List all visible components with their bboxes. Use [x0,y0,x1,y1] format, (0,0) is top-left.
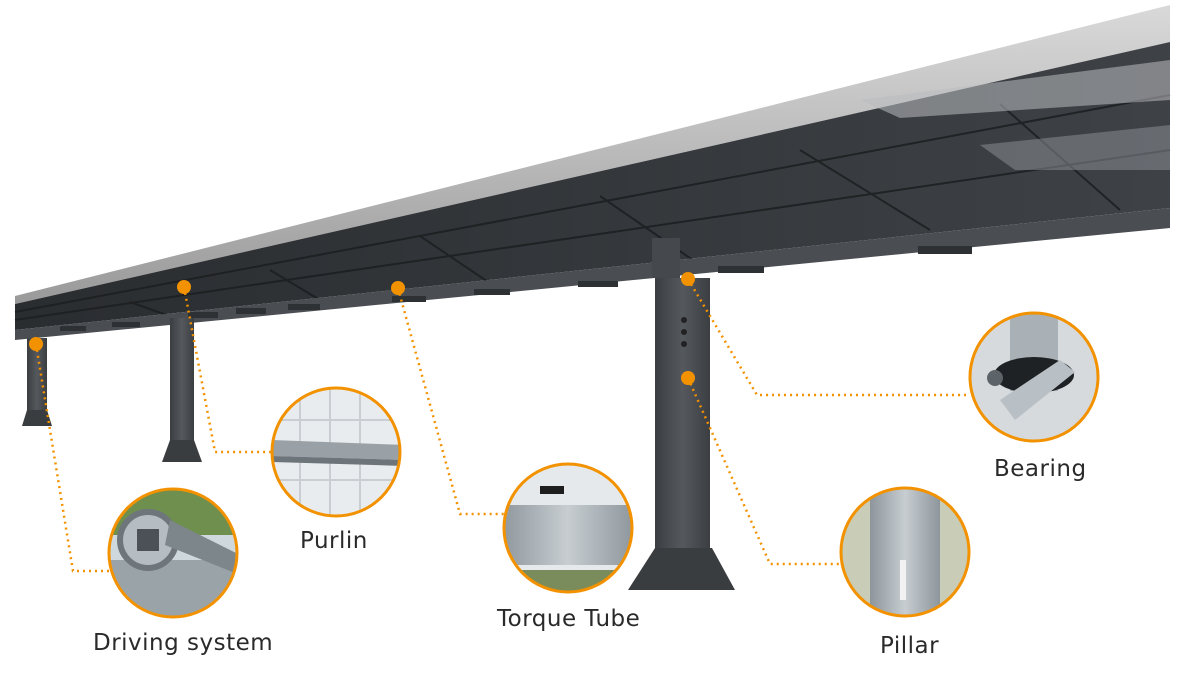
callout-pillar [839,486,971,618]
dot-bearing [681,272,695,286]
purlin-brackets [60,246,972,331]
callout-torque-tube [502,462,634,594]
callout-ring-pillar [839,486,971,618]
label-pillar: Pillar [880,633,940,659]
leader-torque-tube [396,287,504,516]
callout-purlin [270,386,402,518]
label-driving-system: Driving system [93,630,274,656]
leader-purlin [182,286,272,454]
callout-ring-bearing [968,311,1100,443]
dot-purlin [177,280,191,294]
callout-ring-torque-tube [502,462,634,594]
anchor-dots [29,272,695,385]
pillar-main [628,238,735,590]
panel-grid-lines [14,94,1171,321]
panel-top-edge [15,5,1170,304]
callout-ring-purlin [270,386,402,518]
dot-torque-tube [391,281,405,295]
callout-driving-system [107,487,239,619]
dot-pillar [681,371,695,385]
pillar-middle [162,318,202,462]
callout-bearing [968,311,1100,443]
leader-pillar [686,377,842,566]
leader-bearing [686,278,970,397]
pillar-left [22,338,52,426]
dot-driving-system [29,337,43,351]
label-torque-tube: Torque Tube [497,606,641,632]
callout-ring-driving-system [107,487,239,619]
label-bearing: Bearing [994,456,1087,482]
leader-driving-system [34,343,113,573]
leader-lines [34,278,970,573]
label-purlin: Purlin [300,528,368,554]
